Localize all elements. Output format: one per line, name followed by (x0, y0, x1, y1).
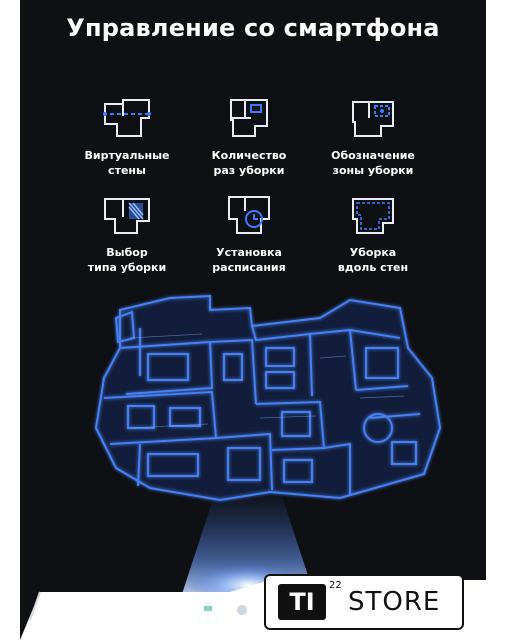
store-logo: TI 22 STORE (264, 574, 464, 630)
cleaning-count-icon (230, 99, 268, 137)
virtual-walls-icon (103, 99, 151, 137)
logo-store-text: STORE (348, 587, 441, 617)
zone-marking-icon (352, 101, 394, 137)
schedule-icon (228, 196, 270, 234)
cleaning-type-icon (104, 198, 150, 234)
wall-cleaning-icon (352, 198, 394, 234)
logo-superscript: 22 (329, 580, 342, 591)
banner-title: Управление со смартфона (66, 14, 440, 42)
logo-badge: TI (278, 584, 326, 620)
floor-plan-hologram (94, 294, 442, 502)
